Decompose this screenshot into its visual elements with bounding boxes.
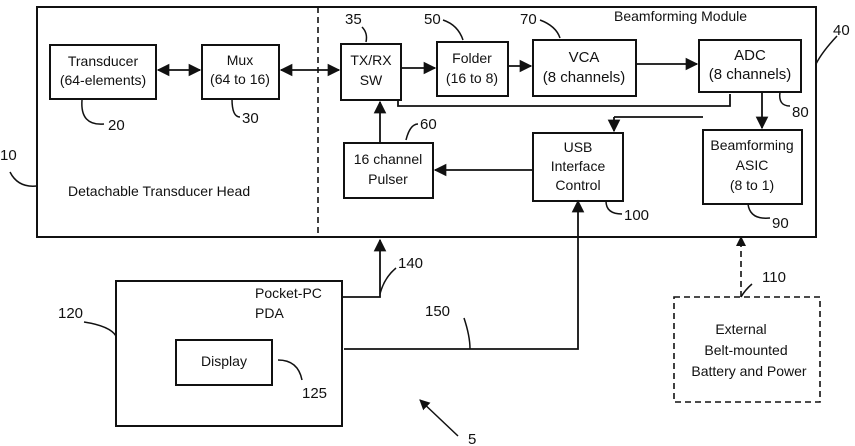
ref-20: 20 xyxy=(108,117,125,134)
leader-90 xyxy=(748,204,770,218)
asic-sublabel-1: ASIC xyxy=(736,157,769,173)
ref-10: 10 xyxy=(0,147,17,164)
folder-label: Folder xyxy=(452,50,492,66)
usb-sublabel-1: Interface xyxy=(551,158,606,174)
usb-sublabel-2: Control xyxy=(555,177,600,193)
leader-20 xyxy=(82,100,104,124)
ref-70: 70 xyxy=(520,11,537,28)
mux-sublabel: (64 to 16) xyxy=(210,71,270,87)
vca-label: VCA xyxy=(569,49,600,66)
ref-100: 100 xyxy=(624,207,649,224)
transducer-sublabel: (64-elements) xyxy=(60,72,146,88)
usb-label: USB xyxy=(564,139,593,155)
asic-label: Beamforming xyxy=(710,137,793,153)
leader-140 xyxy=(380,268,396,294)
leader-100 xyxy=(606,201,622,214)
transducer-label: Transducer xyxy=(68,53,139,69)
pda-sublabel: PDA xyxy=(255,305,284,321)
ref-5: 5 xyxy=(468,431,476,446)
ref-80: 80 xyxy=(792,104,809,121)
leader-50 xyxy=(443,20,463,40)
ref-125: 125 xyxy=(302,385,327,402)
txrx-label: TX/RX xyxy=(350,52,392,68)
leader-80 xyxy=(780,92,790,106)
leader-120 xyxy=(84,322,116,336)
asic-sublabel-2: (8 to 1) xyxy=(730,177,774,193)
txrx-sublabel: SW xyxy=(360,72,383,88)
ref-150: 150 xyxy=(425,303,450,320)
pulser-label: 16 channel xyxy=(354,151,423,167)
ref-35: 35 xyxy=(345,11,362,28)
leader-60 xyxy=(406,124,418,140)
leader-150 xyxy=(464,318,470,349)
battery-label: External xyxy=(715,321,766,337)
battery-sublabel-1: Belt-mounted xyxy=(704,342,787,358)
folder-sublabel: (16 to 8) xyxy=(446,70,498,86)
mux-label: Mux xyxy=(227,52,253,68)
battery-sublabel-2: Battery and Power xyxy=(691,363,807,379)
ref-60: 60 xyxy=(420,116,437,133)
leader-40 xyxy=(816,36,837,64)
leader-10 xyxy=(10,172,37,186)
display-label: Display xyxy=(201,353,247,369)
ref-110: 110 xyxy=(762,269,786,286)
wire-pda-module xyxy=(342,240,380,297)
ref-120: 120 xyxy=(58,305,83,322)
ref-40: 40 xyxy=(833,22,850,39)
adc-label: ADC xyxy=(734,47,766,64)
leader-110 xyxy=(741,284,752,297)
leader-5 xyxy=(420,400,458,436)
ref-50: 50 xyxy=(424,11,441,28)
transducer-head-title: Detachable Transducer Head xyxy=(68,183,250,199)
leader-30 xyxy=(232,99,240,117)
leader-35 xyxy=(362,27,367,42)
pda-label: Pocket-PC xyxy=(255,285,322,301)
adc-sublabel: (8 channels) xyxy=(709,66,792,83)
leader-70 xyxy=(540,20,560,38)
ref-30: 30 xyxy=(242,110,259,127)
vca-sublabel: (8 channels) xyxy=(543,69,626,86)
beamforming-module-title: Beamforming Module xyxy=(614,8,747,24)
ref-90: 90 xyxy=(772,215,789,232)
ref-140: 140 xyxy=(398,255,423,272)
pulser-sublabel: Pulser xyxy=(368,171,408,187)
